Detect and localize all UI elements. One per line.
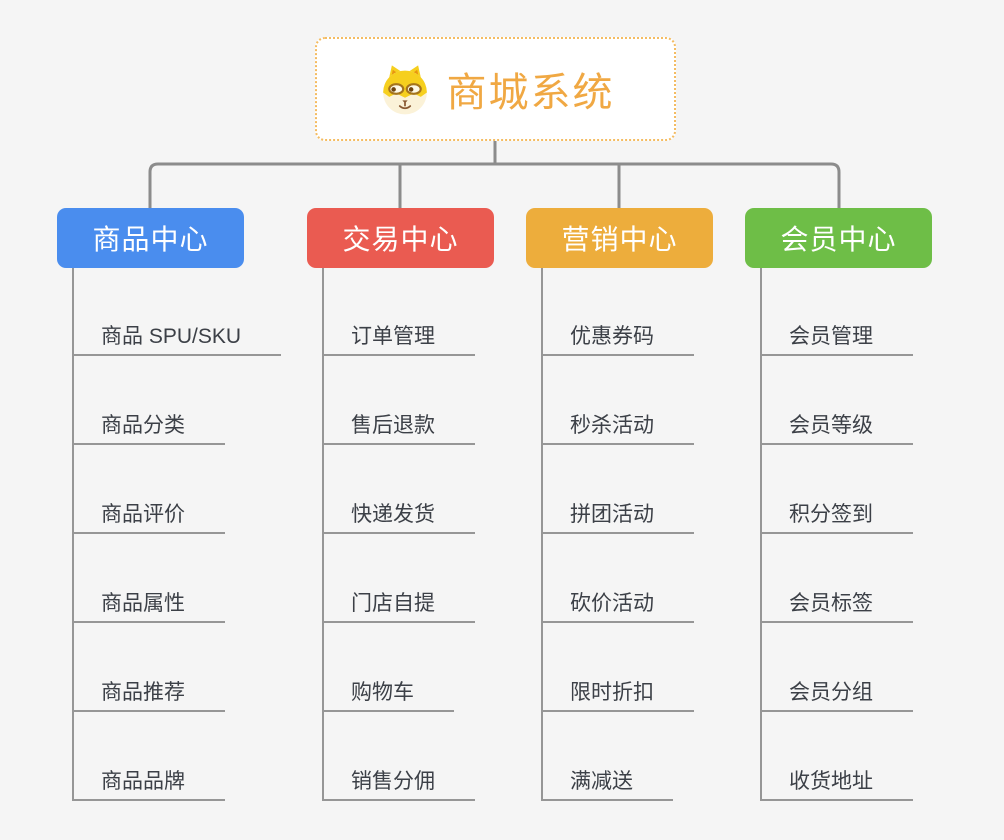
leaf-node[interactable]: 商品属性 [74, 589, 225, 623]
branch-box-2[interactable]: 交易中心 [307, 208, 494, 268]
branch-children-3: 优惠券码秒杀活动拼团活动砍价活动限时折扣满减送 [541, 268, 791, 801]
connector-group [148, 140, 841, 208]
leaf-node[interactable]: 会员管理 [762, 322, 913, 356]
branch-children-4: 会员管理会员等级积分签到会员标签会员分组收货地址 [760, 268, 1004, 801]
leaf-node[interactable]: 会员等级 [762, 411, 913, 445]
leaf-node[interactable]: 会员分组 [762, 678, 913, 712]
leaf-node[interactable]: 积分签到 [762, 500, 913, 534]
branch-children-1: 商品 SPU/SKU 商品分类商品评价商品属性商品推荐商品品牌 [72, 268, 322, 801]
leaf-node[interactable]: 砍价活动 [543, 589, 694, 623]
branch-box-4[interactable]: 会员中心 [745, 208, 932, 268]
leaf-node[interactable]: 收货地址 [762, 767, 913, 801]
branch-box-3[interactable]: 营销中心 [526, 208, 713, 268]
branch-rail-line [148, 162, 841, 208]
leaf-node[interactable]: 商品推荐 [74, 678, 225, 712]
root-node[interactable]: 商城系统 [315, 37, 676, 141]
dog-face-icon [382, 65, 427, 115]
root-title: 商城系统 [446, 71, 615, 115]
leaf-node[interactable]: 满减送 [543, 767, 673, 801]
leaf-node[interactable]: 会员标签 [762, 589, 913, 623]
leaf-node[interactable]: 秒杀活动 [543, 411, 694, 445]
branch-children-2: 订单管理售后退款快递发货门店自提购物车销售分佣 [322, 268, 572, 801]
leaf-node[interactable]: 售后退款 [324, 411, 475, 445]
leaf-node[interactable]: 限时折扣 [543, 678, 694, 712]
leaf-node[interactable]: 拼团活动 [543, 500, 694, 534]
leaf-node[interactable]: 门店自提 [324, 589, 475, 623]
leaf-node[interactable]: 商品分类 [74, 411, 225, 445]
leaf-node[interactable]: 商品 SPU/SKU [74, 322, 282, 356]
leaf-node[interactable]: 快递发货 [324, 500, 475, 534]
leaf-node[interactable]: 销售分佣 [324, 767, 475, 801]
leaf-node[interactable]: 优惠券码 [543, 322, 694, 356]
leaf-node[interactable]: 商品品牌 [74, 767, 225, 801]
leaf-node[interactable]: 购物车 [324, 678, 454, 712]
branch-box-1[interactable]: 商品中心 [57, 208, 244, 268]
leaf-node[interactable]: 订单管理 [324, 322, 475, 356]
leaf-node[interactable]: 商品评价 [74, 500, 225, 534]
